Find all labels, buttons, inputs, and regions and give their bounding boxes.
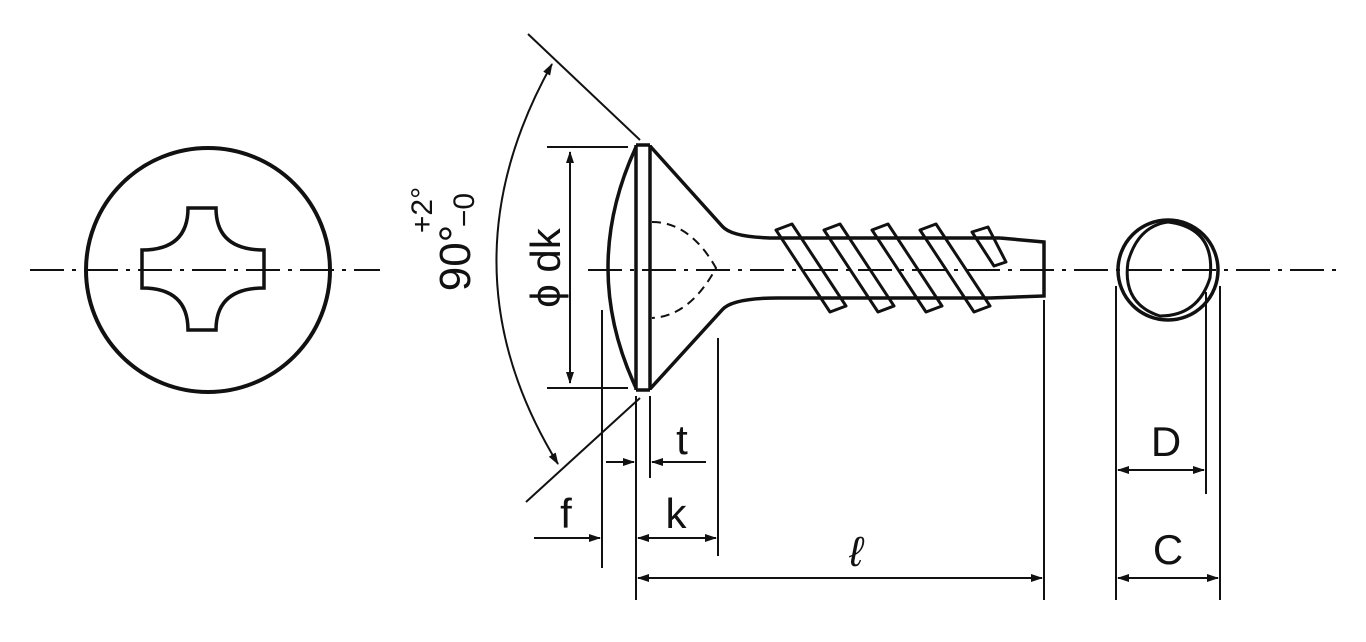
head-top-view [84,146,332,394]
dk-label: ϕ dk [522,227,569,308]
dimension-labels: ϕ dk 90° +2° −0 t f k ℓ D C [406,187,1183,575]
dimension-lines [495,63,1219,582]
d-label: D [1151,418,1181,465]
k-label: k [666,490,688,537]
screw-side-view [606,143,1046,392]
length-label: ℓ [848,528,865,575]
f-label: f [560,490,572,537]
countersink-bottom [648,296,779,391]
countersink-top [648,144,779,240]
angle-tolerance-plus: +2° [406,187,439,233]
t-label: t [676,416,688,463]
head-dome [606,146,638,389]
end-view [1116,218,1220,322]
angle-dimension-arc [495,63,559,465]
c-label: C [1153,526,1183,573]
recess-hidden-line [651,221,718,319]
threads [774,222,1008,314]
phillips-recess-icon [140,206,266,332]
extension-lines [525,33,1221,600]
screw-tip [989,236,1046,300]
head-outline-circle [84,146,332,394]
angle-tolerance-minus: −0 [448,193,481,227]
angle-label: 90° [431,225,480,292]
